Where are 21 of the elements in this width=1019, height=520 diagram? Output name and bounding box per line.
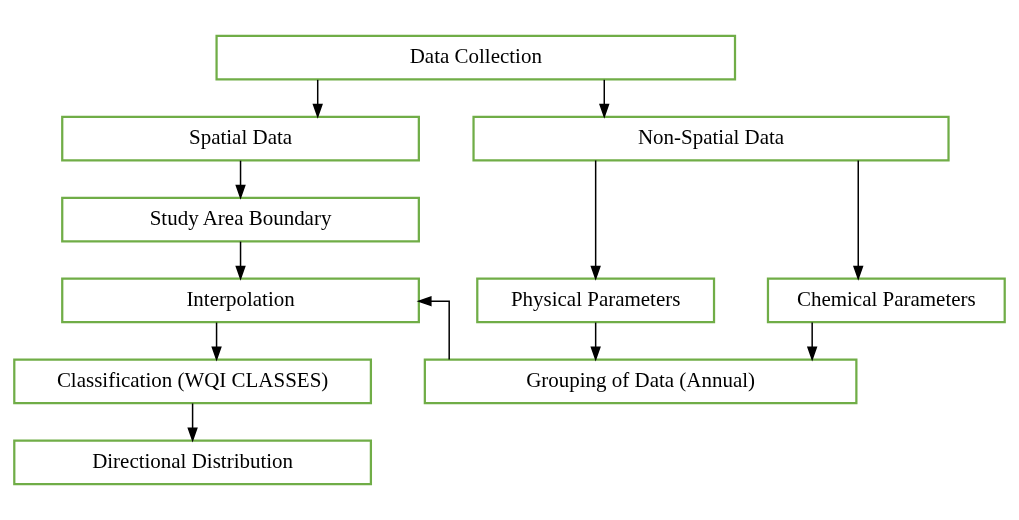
arrow — [590, 159, 601, 281]
arrow — [416, 295, 450, 361]
arrow — [590, 321, 601, 362]
node-box: Classification (WQI CLASSES) — [13, 358, 373, 405]
arrow — [312, 79, 323, 119]
arrow — [187, 402, 198, 443]
node-box: Study Area Boundary — [61, 196, 420, 243]
arrow — [235, 240, 246, 281]
arrow — [806, 321, 818, 362]
arrow — [235, 160, 246, 200]
arrow — [211, 321, 222, 362]
node-box: Chemical Parameters — [766, 277, 1006, 324]
arrow — [853, 159, 864, 281]
node-box: Grouping of Data (Annual) — [423, 358, 858, 405]
node-box: Interpolation — [61, 277, 420, 324]
node-box: Data Collection — [215, 34, 737, 81]
arrow — [599, 79, 610, 119]
node-box: Physical Parameters — [476, 277, 716, 324]
node-box: Directional Distribution — [13, 439, 373, 486]
node-box: Non-Spatial Data — [472, 115, 950, 162]
node-box: Spatial Data — [61, 115, 420, 162]
